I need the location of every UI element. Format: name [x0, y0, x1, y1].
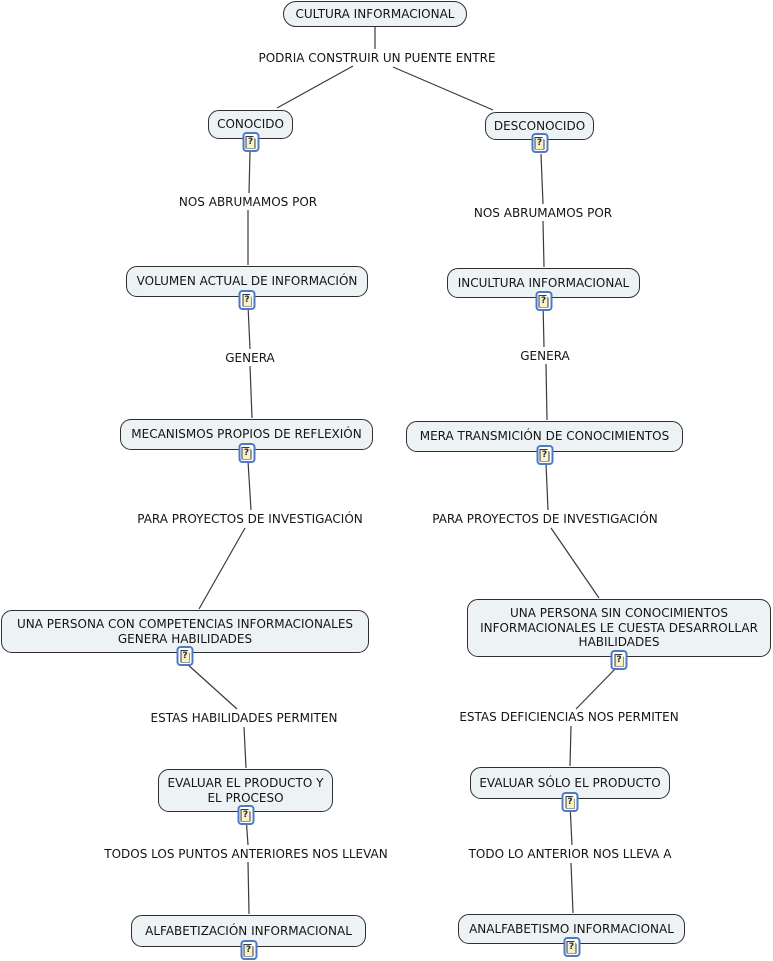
- resource-question-icon[interactable]: ?: [242, 132, 259, 152]
- node-label: MERA TRANSMICIÓN DE CONOCIMIENTOS: [419, 429, 670, 444]
- node-label: ANALFABETISMO INFORMACIONAL: [469, 921, 674, 936]
- question-page-icon: ?: [242, 293, 252, 307]
- concept-node-analfabetismo-informacional[interactable]: ANALFABETISMO INFORMACIONAL ?: [458, 914, 685, 957]
- edge: [392, 66, 494, 111]
- resource-question-icon[interactable]: ?: [238, 443, 255, 463]
- resource-question-icon[interactable]: ?: [536, 445, 553, 465]
- concept-node-alfabetizacion-informacional[interactable]: ALFABETIZACIÓN INFORMACIONAL ?: [131, 915, 366, 960]
- concept-node-desconocido[interactable]: DESCONOCIDO ?: [485, 112, 594, 153]
- concept-node-evaluar-producto-proceso[interactable]: EVALUAR EL PRODUCTO Y EL PROCESO ?: [158, 769, 333, 825]
- question-page-icon: ?: [245, 135, 256, 149]
- link-phrase-proyectos-right[interactable]: PARA PROYECTOS DE INVESTIGACIÓN: [430, 512, 660, 526]
- concept-node-cultura-informacional[interactable]: CULTURA INFORMACIONAL: [283, 1, 467, 27]
- node-label: DESCONOCIDO: [493, 118, 586, 133]
- edge: [570, 862, 574, 914]
- edge: [575, 664, 620, 710]
- edge: [276, 65, 354, 109]
- question-page-icon: ?: [240, 808, 251, 822]
- edge: [247, 861, 250, 915]
- node-label: EVALUAR EL PRODUCTO Y EL PROCESO: [167, 776, 324, 805]
- edge: [243, 726, 247, 769]
- node-label: ALFABETIZACIÓN INFORMACIONAL: [145, 923, 352, 938]
- concept-node-incultura-informacional[interactable]: INCULTURA INFORMACIONAL ?: [447, 268, 640, 311]
- concept-node-volumen-actual[interactable]: VOLUMEN ACTUAL DE INFORMACIÓN ?: [126, 266, 368, 310]
- link-phrase-deficiencias-permiten[interactable]: ESTAS DEFICIENCIAS NOS PERMITEN: [457, 710, 681, 724]
- resource-question-icon[interactable]: ?: [535, 291, 552, 311]
- resource-question-icon[interactable]: ?: [531, 133, 548, 153]
- edge: [249, 365, 253, 419]
- question-page-icon: ?: [538, 294, 549, 308]
- question-page-icon: ?: [539, 448, 550, 462]
- node-label: UNA PERSONA CON COMPETENCIAS INFORMACION…: [16, 617, 354, 646]
- edge: [198, 527, 246, 610]
- node-label: CULTURA INFORMACIONAL: [295, 6, 455, 21]
- link-phrase-todo-lleva[interactable]: TODO LO ANTERIOR NOS LLEVA A: [466, 847, 674, 861]
- link-phrase-genera-right[interactable]: GENERA: [518, 349, 572, 363]
- concept-node-persona-con-competencias[interactable]: UNA PERSONA CON COMPETENCIAS INFORMACION…: [1, 610, 369, 666]
- node-label: CONOCIDO: [217, 117, 284, 132]
- edge: [248, 151, 251, 194]
- edge: [550, 527, 600, 599]
- link-phrase-genera-left[interactable]: GENERA: [223, 351, 277, 365]
- resource-question-icon[interactable]: ?: [610, 650, 628, 670]
- edge: [542, 220, 545, 268]
- concept-node-evaluar-solo-producto[interactable]: EVALUAR SÓLO EL PRODUCTO ?: [470, 767, 670, 812]
- edge: [247, 460, 252, 511]
- concept-node-mera-transmision[interactable]: MERA TRANSMICIÓN DE CONOCIMIENTOS ?: [406, 421, 683, 465]
- concept-node-conocido[interactable]: CONOCIDO ?: [208, 110, 293, 152]
- edge: [247, 304, 251, 350]
- question-page-icon: ?: [565, 795, 575, 809]
- link-phrase-abrumamos-right[interactable]: NOS ABRUMAMOS POR: [471, 206, 615, 220]
- link-phrase-habilidades-permiten[interactable]: ESTAS HABILIDADES PERMITEN: [148, 711, 340, 725]
- node-label: UNA PERSONA SIN CONOCIMIENTOS INFORMACIO…: [480, 606, 758, 650]
- node-label: VOLUMEN ACTUAL DE INFORMACIÓN: [136, 274, 358, 289]
- question-page-icon: ?: [534, 136, 545, 150]
- question-page-icon: ?: [241, 446, 252, 460]
- concept-node-mecanismos-reflexion[interactable]: MECANISMOS PROPIOS DE REFLEXIÓN ?: [120, 419, 373, 463]
- link-phrase-puente[interactable]: PODRIA CONSTRUIR UN PUENTE ENTRE: [256, 51, 498, 65]
- resource-question-icon[interactable]: ?: [240, 940, 257, 960]
- edge: [569, 725, 572, 767]
- node-label: EVALUAR SÓLO EL PRODUCTO: [479, 775, 661, 790]
- link-phrase-todos-llevan[interactable]: TODOS LOS PUNTOS ANTERIORES NOS LLEVAN: [102, 847, 390, 861]
- edge: [545, 462, 549, 511]
- resource-question-icon[interactable]: ?: [238, 290, 256, 310]
- link-phrase-proyectos-left[interactable]: PARA PROYECTOS DE INVESTIGACIÓN: [135, 512, 365, 526]
- question-page-icon: ?: [566, 940, 577, 954]
- node-label: INCULTURA INFORMACIONAL: [457, 275, 630, 290]
- link-phrase-abrumamos-left[interactable]: NOS ABRUMAMOS POR: [176, 195, 320, 209]
- resource-question-icon[interactable]: ?: [561, 792, 579, 812]
- question-page-icon: ?: [614, 653, 624, 667]
- resource-question-icon[interactable]: ?: [563, 937, 580, 957]
- edge: [545, 363, 548, 421]
- node-label: MECANISMOS PROPIOS DE REFLEXIÓN: [131, 427, 362, 442]
- resource-question-icon[interactable]: ?: [237, 805, 254, 825]
- edge: [540, 153, 544, 205]
- edge: [185, 662, 238, 710]
- question-page-icon: ?: [180, 649, 190, 663]
- concept-node-persona-sin-conocimientos[interactable]: UNA PERSONA SIN CONOCIMIENTOS INFORMACIO…: [467, 599, 771, 670]
- question-page-icon: ?: [243, 943, 254, 957]
- resource-question-icon[interactable]: ?: [176, 646, 194, 666]
